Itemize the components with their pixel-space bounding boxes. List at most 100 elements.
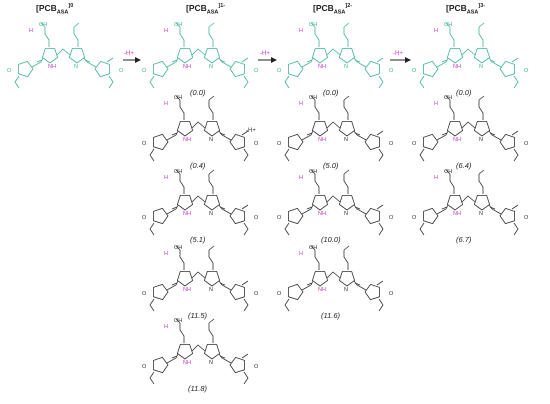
oxygen-label: O: [142, 291, 147, 297]
nh-label: NH: [318, 211, 326, 217]
header-charge: ]3-: [478, 3, 486, 10]
hydrogen-label: H: [299, 175, 303, 181]
nh-label: NH: [183, 64, 191, 70]
header-pcb-2minus: [PCBASA]2-: [313, 3, 352, 16]
nitrogen-label: N: [209, 137, 213, 143]
nh-label: NH: [318, 137, 326, 143]
nh-label: NH: [183, 360, 191, 366]
hydroxyl-label: OH: [309, 22, 317, 28]
oxygen-label: O: [524, 68, 529, 74]
oxygen-label: O: [119, 68, 124, 74]
nh-label: NH: [48, 64, 56, 70]
header-charge: ]0: [68, 3, 74, 10]
arrow-label-2: -H+: [260, 51, 270, 57]
hydroxyl-label: OH: [174, 318, 182, 324]
oxygen-label: O: [524, 141, 529, 147]
nh-label: NH: [318, 64, 326, 70]
hydrogen-label: H: [164, 324, 168, 330]
header-pcb-3minus: [PCBASA]3-: [446, 3, 485, 16]
nitrogen-label: N: [344, 137, 348, 143]
oxygen-label: O: [389, 215, 394, 221]
nh-label: NH: [183, 287, 191, 293]
oxygen-label: O: [142, 141, 147, 147]
oxygen-label: O: [7, 68, 12, 74]
hydrogen-label: H: [434, 28, 438, 34]
oxygen-label: O: [277, 141, 282, 147]
hydrogen-label: H: [164, 101, 168, 107]
oxygen-label: O: [142, 215, 147, 221]
nitrogen-label: N: [209, 64, 213, 70]
energy-c2-r1: (6.4): [456, 161, 472, 170]
energy-c1-r2: (10.0): [321, 235, 341, 244]
energy-c0-r4: (11.8): [188, 384, 208, 393]
hydroxyl-label: OH: [309, 169, 317, 175]
hydrogen-label: H: [434, 101, 438, 107]
energy-c1-r3: (11.6): [321, 311, 341, 320]
header-base: [PCB: [186, 3, 207, 13]
energy-c0-r3: (11.5): [188, 311, 208, 320]
oxygen-label: O: [254, 68, 259, 74]
oxygen-label: O: [277, 68, 282, 74]
hydroxyl-label: OH: [444, 95, 452, 101]
nitrogen-label: N: [479, 64, 483, 70]
header-pcb-1minus: [PCBASA]1-: [186, 3, 225, 16]
nitrogen-label: N: [344, 287, 348, 293]
hydrogen-label: H: [164, 251, 168, 257]
arrow-label-3: -H+: [393, 51, 403, 57]
hydroxyl-label: OH: [309, 95, 317, 101]
nh-label: NH: [453, 211, 461, 217]
nitrogen-label: N: [209, 211, 213, 217]
oxygen-label: O: [524, 215, 529, 221]
energy-c0-r1: (0.4): [190, 161, 206, 170]
header-base: [PCB: [313, 3, 334, 13]
oxygen-label: O: [254, 364, 259, 370]
header-sub: ASA: [206, 9, 219, 16]
energy-c2-r2: (6.7): [456, 235, 472, 244]
hydroxyl-label: OH: [309, 245, 317, 251]
oxygen-label: O: [277, 291, 282, 297]
header-sub: ASA: [466, 9, 479, 16]
nh-label: NH: [453, 137, 461, 143]
nh-label: NH: [453, 64, 461, 70]
hydroxyl-label: OH: [444, 169, 452, 175]
hydroxyl-label: OH: [174, 95, 182, 101]
header-pcb-neutral: [PCBASA]0: [36, 3, 73, 16]
side-label: -H+: [246, 128, 256, 134]
arrow-label-1: -H+: [124, 51, 134, 57]
oxygen-label: O: [412, 141, 417, 147]
oxygen-label: O: [142, 364, 147, 370]
energy-c1-r1: (5.0): [323, 161, 339, 170]
hydrogen-label: H: [164, 28, 168, 34]
hydroxyl-label: OH: [39, 22, 47, 28]
nh-label: NH: [183, 137, 191, 143]
oxygen-label: O: [277, 215, 282, 221]
oxygen-label: O: [254, 215, 259, 221]
energy-c1-r0: (0.0): [323, 88, 339, 97]
header-sub: ASA: [333, 9, 346, 16]
header-sub: ASA: [56, 9, 69, 16]
energy-c0-r2: (5.1): [190, 235, 206, 244]
hydroxyl-label: OH: [174, 245, 182, 251]
oxygen-label: O: [254, 291, 259, 297]
nitrogen-label: N: [344, 64, 348, 70]
hydrogen-label: H: [434, 175, 438, 181]
oxygen-label: O: [142, 68, 147, 74]
nitrogen-label: N: [479, 211, 483, 217]
nh-label: NH: [183, 211, 191, 217]
hydrogen-label: H: [299, 28, 303, 34]
hydrogen-label: H: [164, 175, 168, 181]
oxygen-label: O: [389, 291, 394, 297]
nh-label: NH: [318, 287, 326, 293]
oxygen-label: O: [389, 68, 394, 74]
